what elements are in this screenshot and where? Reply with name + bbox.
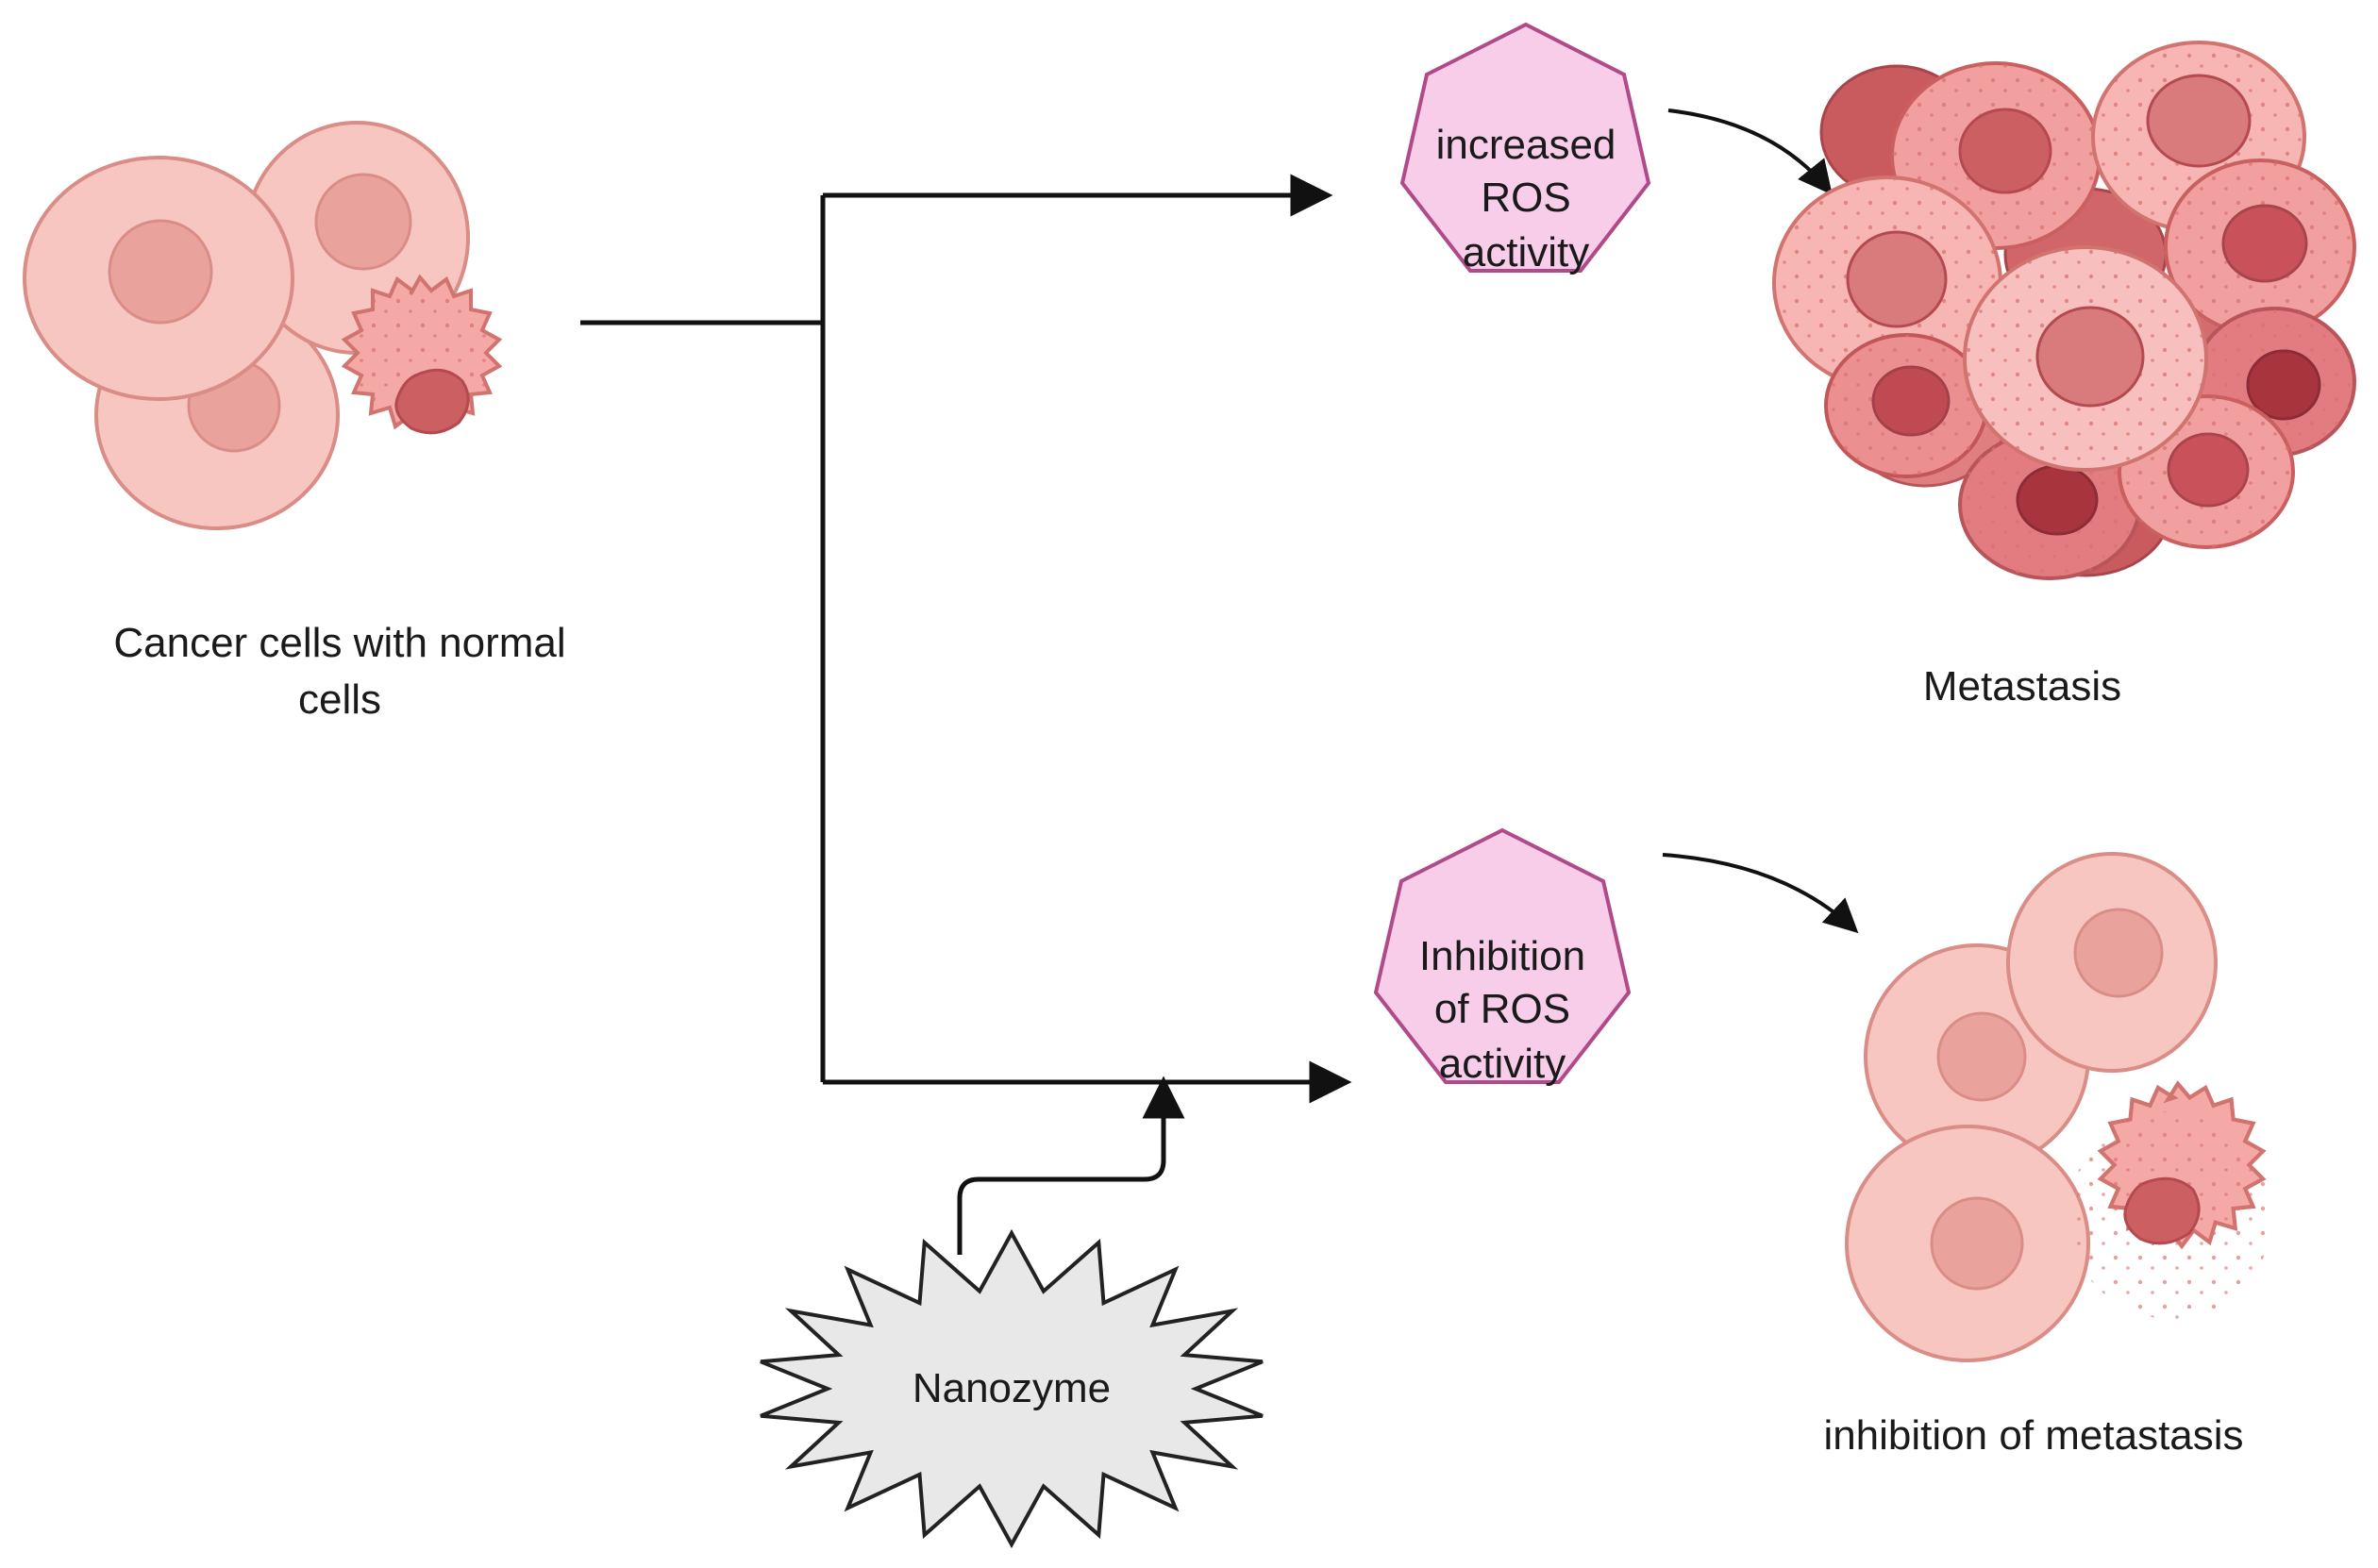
nanozyme-starburst: Nanozyme bbox=[760, 1228, 1264, 1549]
flow-connectors bbox=[580, 174, 1352, 1255]
increased-ros-activity-box: increased ROS activity bbox=[1399, 22, 1651, 275]
increased-ros-line1: increased bbox=[1436, 122, 1616, 168]
inhibition-ros-line1: Inhibition bbox=[1419, 933, 1585, 979]
inhibition-ros-activity-box: Inhibition of ROS activity bbox=[1373, 827, 1632, 1087]
increased-ros-line3: activity bbox=[1463, 229, 1589, 275]
cancer-cell bbox=[1772, 175, 2002, 391]
normal-cell bbox=[2006, 852, 2218, 1073]
cancer-cell bbox=[1824, 333, 1988, 478]
inhibition-ros-line3: activity bbox=[1439, 1041, 1566, 1087]
inhibition-of-metastasis-illustration bbox=[1845, 852, 2272, 1362]
inhibition-ros-line2: of ROS bbox=[1434, 986, 1570, 1032]
normal-cell bbox=[1845, 1125, 2090, 1362]
nanozyme-label: Nanozyme bbox=[913, 1365, 1111, 1411]
cancer-cell bbox=[1963, 245, 2208, 472]
metastasis-label: Metastasis bbox=[1923, 663, 2121, 709]
inhibition-of-metastasis-label: inhibition of metastasis bbox=[1823, 1412, 2243, 1459]
cancer-cell bbox=[2164, 158, 2356, 336]
increased-ros-line2: ROS bbox=[1481, 175, 1570, 221]
nanozyme-star-shape bbox=[760, 1228, 1264, 1549]
cancer-cells-label-line1: Cancer cells with normal bbox=[113, 620, 565, 666]
cancer-cells-with-normal-cells-illustration bbox=[23, 121, 503, 530]
cancer-cells-label-line2: cells bbox=[298, 676, 381, 723]
cancer-cell bbox=[2068, 1080, 2272, 1319]
nanozyme-arrow bbox=[957, 1076, 1185, 1255]
metastasis-cell-cluster bbox=[1772, 41, 2356, 580]
to-inhibition-arrow bbox=[1662, 853, 1859, 934]
normal-cell bbox=[23, 156, 294, 401]
cancer-cell bbox=[341, 274, 503, 435]
to-metastasis-arrow bbox=[1667, 108, 1833, 195]
